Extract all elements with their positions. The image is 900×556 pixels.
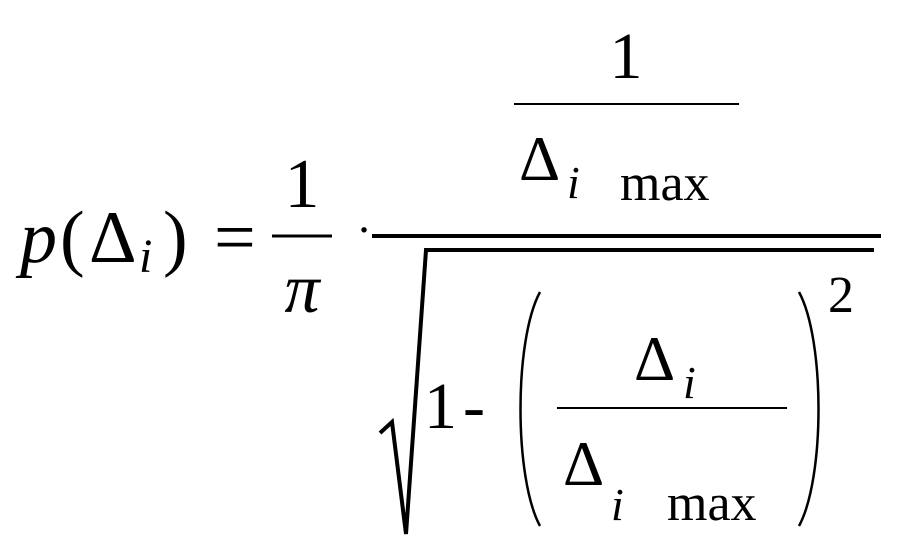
lhs-right-paren: ) — [163, 197, 188, 279]
right-big-paren — [797, 291, 820, 527]
inner-denominator-max: max — [667, 475, 757, 532]
multiplication-dot: · — [356, 204, 371, 255]
denominator-one: 1 — [424, 370, 457, 443]
numerator-one: 1 — [610, 20, 643, 93]
coef-denominator-pi: π — [284, 251, 321, 328]
lhs-left-paren: ( — [60, 197, 85, 279]
main-numerator: 1 Δ i max — [514, 20, 739, 212]
inner-fraction: Δ i Δ i max — [557, 323, 787, 532]
left-big-paren — [519, 291, 542, 527]
numerator-max: max — [620, 155, 710, 212]
lhs-subscript-i: i — [139, 230, 152, 283]
inner-numerator-subscript-i: i — [683, 357, 696, 408]
inner-denominator-subscript-i: i — [611, 479, 624, 530]
formula-lhs: p ( Δ i ) = — [15, 197, 256, 283]
square-root-sign — [378, 248, 874, 535]
inner-numerator-delta: Δ — [634, 323, 675, 394]
equals-sign: = — [214, 197, 256, 279]
inner-denominator-delta: Δ — [563, 428, 604, 499]
main-fraction: 1 Δ i max 1 - Δ i Δ i max — [372, 20, 881, 535]
denominator-minus: - — [463, 370, 485, 443]
main-denominator: 1 - Δ i Δ i max 2 — [378, 248, 874, 535]
lhs-function-p: p — [15, 197, 57, 279]
numerator-subscript-i: i — [567, 157, 580, 208]
coefficient-fraction: 1 π — [272, 146, 332, 328]
coef-numerator: 1 — [285, 146, 320, 223]
numerator-delta: Δ — [519, 123, 560, 194]
lhs-delta: Δ — [89, 197, 137, 279]
exponent-two: 2 — [828, 267, 854, 324]
